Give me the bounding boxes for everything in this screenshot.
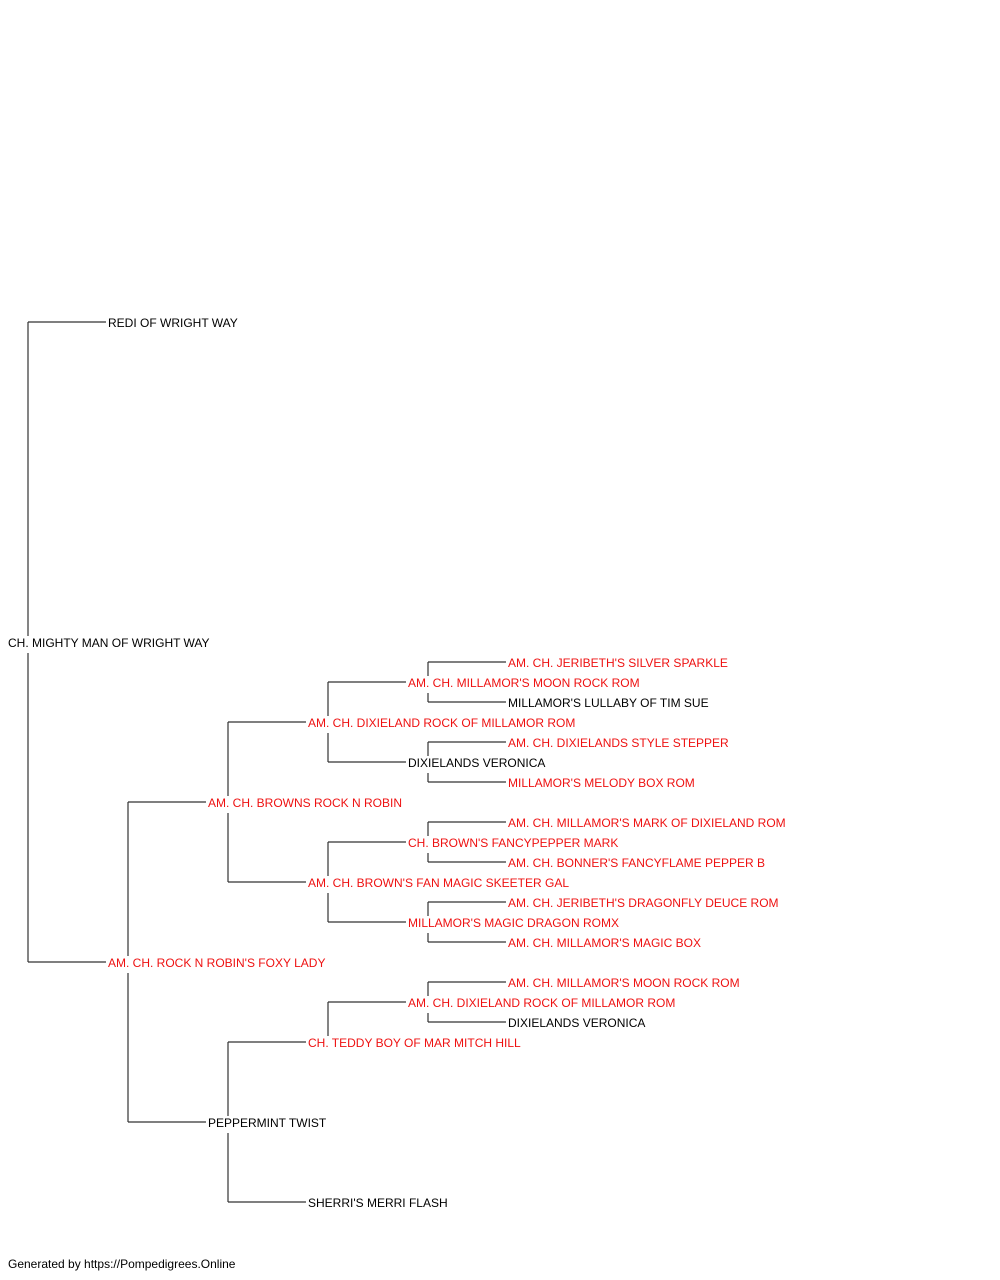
dog-name-ddss[interactable]: AM. CH. DIXIELAND ROCK OF MILLAMOR ROM (408, 996, 675, 1010)
dog-name-dssss[interactable]: AM. CH. JERIBETH'S SILVER SPARKLE (508, 656, 728, 670)
dog-name-dssds[interactable]: AM. CH. DIXIELANDS STYLE STEPPER (508, 736, 729, 750)
dog-name-dssdd[interactable]: MILLAMOR'S MELODY BOX ROM (508, 776, 695, 790)
dog-name-dds[interactable]: CH. TEDDY BOY OF MAR MITCH HILL (308, 1036, 521, 1050)
dog-name-dsdsd[interactable]: AM. CH. BONNER'S FANCYFLAME PEPPER B (508, 856, 765, 870)
dog-name-dsdss[interactable]: AM. CH. MILLAMOR'S MARK OF DIXIELAND ROM (508, 816, 786, 830)
dog-name-dsddd[interactable]: AM. CH. MILLAMOR'S MAGIC BOX (508, 936, 701, 950)
dog-name-dsdd[interactable]: MILLAMOR'S MAGIC DRAGON ROMX (408, 916, 619, 930)
dog-name-dsss[interactable]: AM. CH. MILLAMOR'S MOON ROCK ROM (408, 676, 640, 690)
dog-name-ddssd[interactable]: DIXIELANDS VERONICA (508, 1016, 645, 1030)
pedigree-tree: CH. MIGHTY MAN OF WRIGHT WAY REDI OF WRIG… (8, 316, 786, 1210)
dog-name-dsd[interactable]: AM. CH. BROWN'S FAN MAGIC SKEETER GAL (308, 876, 569, 890)
dog-name-dam[interactable]: AM. CH. ROCK N ROBIN'S FOXY LADY (108, 956, 325, 970)
dog-name-dam-dam[interactable]: PEPPERMINT TWIST (208, 1116, 327, 1130)
dog-name-subject[interactable]: CH. MIGHTY MAN OF WRIGHT WAY (8, 636, 210, 650)
dog-name-dsdds[interactable]: AM. CH. JERIBETH'S DRAGONFLY DEUCE ROM (508, 896, 779, 910)
dog-name-dss[interactable]: AM. CH. DIXIELAND ROCK OF MILLAMOR ROM (308, 716, 575, 730)
dog-name-dsds[interactable]: CH. BROWN'S FANCYPEPPER MARK (408, 836, 618, 850)
dog-name-ddsss[interactable]: AM. CH. MILLAMOR'S MOON ROCK ROM (508, 976, 740, 990)
dog-name-sire[interactable]: REDI OF WRIGHT WAY (108, 316, 238, 330)
dog-name-dsssd[interactable]: MILLAMOR'S LULLABY OF TIM SUE (508, 696, 709, 710)
dog-name-dssd[interactable]: DIXIELANDS VERONICA (408, 756, 545, 770)
generated-by-footer: Generated by https://Pompedigrees.Online (8, 1257, 236, 1271)
dog-name-ddd[interactable]: SHERRI'S MERRI FLASH (308, 1196, 448, 1210)
dog-name-dam-sire[interactable]: AM. CH. BROWNS ROCK N ROBIN (208, 796, 402, 810)
